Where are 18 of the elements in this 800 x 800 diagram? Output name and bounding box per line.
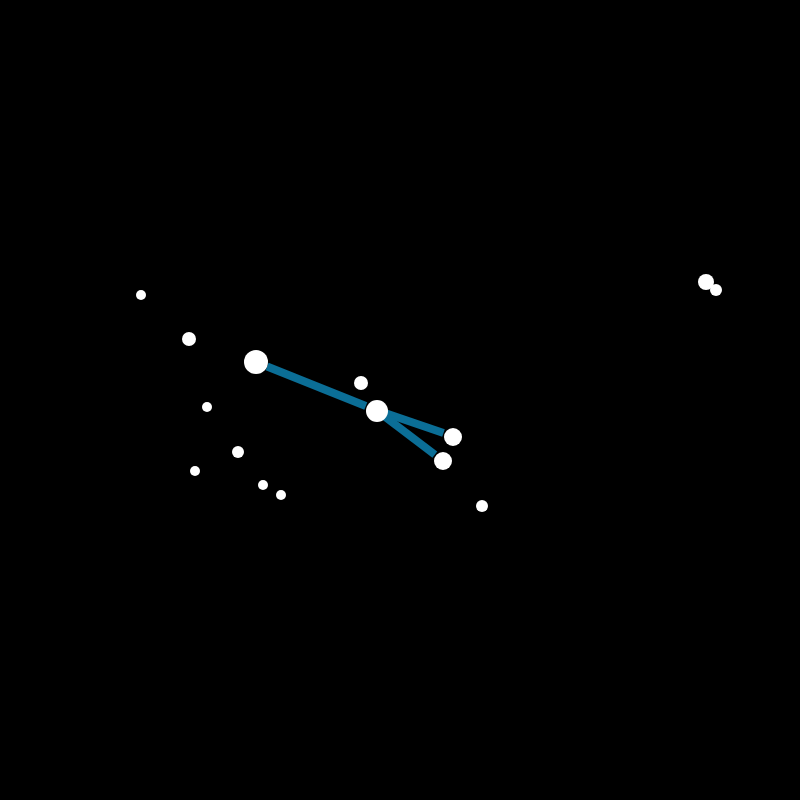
dot bbox=[189, 465, 199, 475]
dot bbox=[275, 489, 285, 499]
dot bbox=[135, 289, 145, 299]
dot bbox=[181, 331, 195, 345]
dot bbox=[244, 350, 268, 374]
connector-line bbox=[385, 409, 445, 437]
dot bbox=[476, 500, 488, 512]
dot bbox=[698, 274, 714, 290]
dot bbox=[232, 446, 244, 458]
dot bbox=[433, 451, 451, 469]
dot bbox=[443, 427, 461, 445]
connector-line bbox=[265, 362, 368, 410]
dot bbox=[201, 401, 211, 411]
dot bbox=[365, 399, 387, 421]
dot bbox=[353, 375, 367, 389]
dot bbox=[710, 284, 722, 296]
connector-line bbox=[382, 413, 438, 458]
dot bbox=[257, 479, 267, 489]
